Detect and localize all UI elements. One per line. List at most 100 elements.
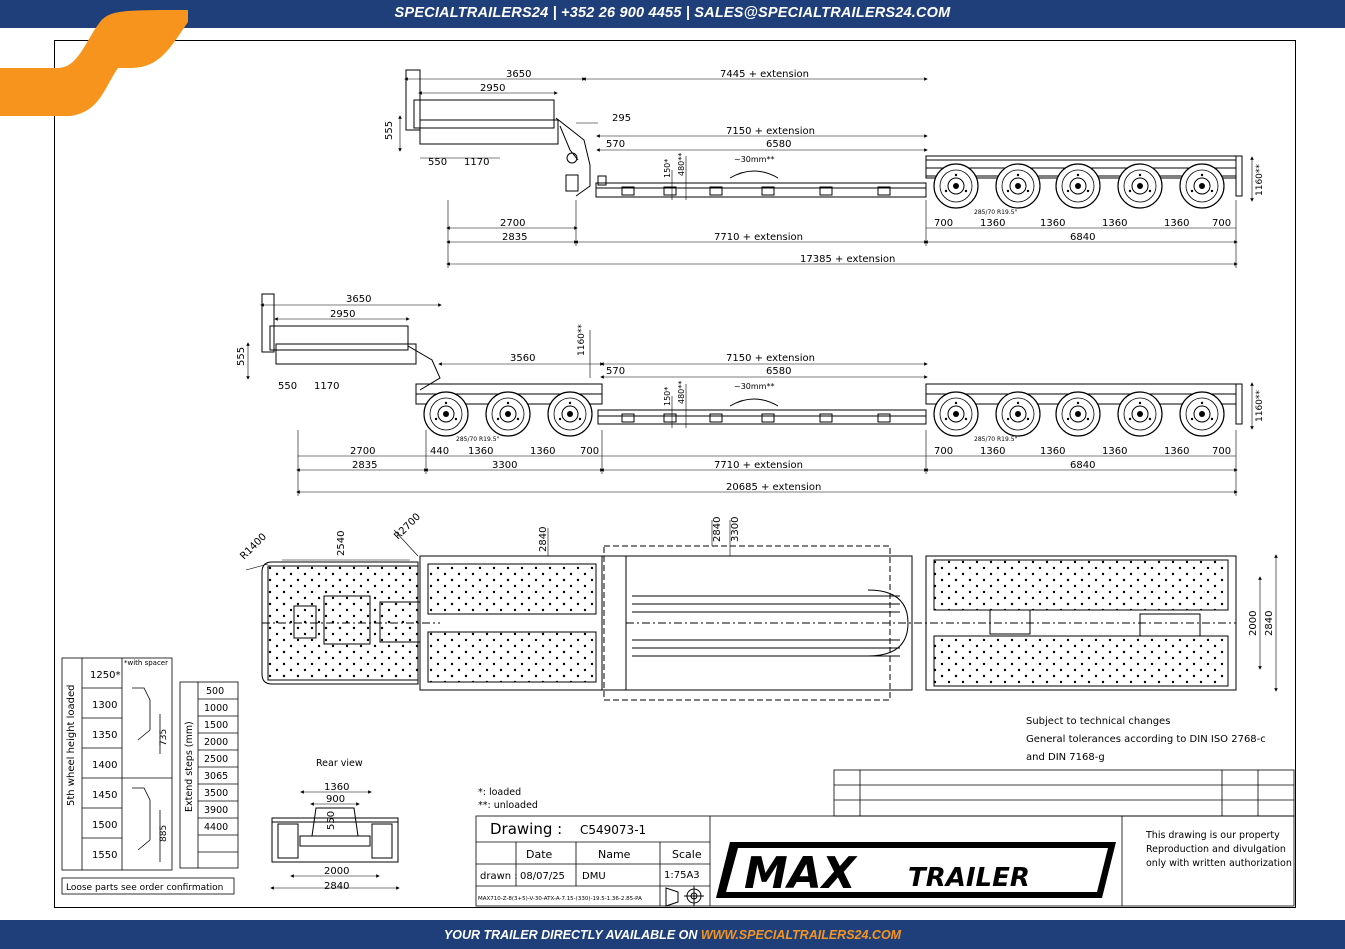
view1-dimension-lines <box>398 77 1254 268</box>
dim-1170: 1170 <box>464 157 489 168</box>
property-line-3: only with written authorization <box>1146 858 1292 869</box>
extend-val-6: 3500 <box>204 788 228 799</box>
rear-dim-2000: 2000 <box>324 866 349 877</box>
tyre-size: 285/70 R19.5" <box>974 209 1018 216</box>
property-line-1: This drawing is our property <box>1145 830 1280 841</box>
drawing-number: C549073-1 <box>580 823 646 837</box>
dim-7710: 7710 + extension <box>714 460 803 471</box>
rear-view-text: Rear view 1360 900 550 2000 2840 <box>316 758 363 892</box>
fifth-val-2: 1350 <box>92 730 117 741</box>
extend-val-5: 3065 <box>204 771 228 782</box>
view2-dimension-text: 3650 2950 1160** 3560 7150 + extension 5… <box>236 294 1265 493</box>
dim-1360b: 1360 <box>530 446 555 457</box>
fifth-wheel-table <box>61 657 235 895</box>
loose-parts-note: Loose parts see order confirmation <box>66 883 223 893</box>
dim-6840: 6840 <box>1070 460 1095 471</box>
fifth-val-1: 1300 <box>92 700 117 711</box>
scale-value: 1:75A3 <box>664 870 700 881</box>
view1-dimension-text: 3650 7445 + extension 2950 295 7150 + ex… <box>384 69 1265 265</box>
title-block <box>475 815 1295 907</box>
side-view-1 <box>405 69 1243 198</box>
drawing-label: Drawing : <box>490 820 562 838</box>
dim-20685: 20685 + extension <box>726 482 821 493</box>
logo-max-text: MAX <box>744 848 858 899</box>
dim-r1400: R1400 <box>238 531 269 562</box>
dim-700c: 700 <box>934 446 953 457</box>
note-line-2: General tolerances according to DIN ISO … <box>1026 734 1266 745</box>
drawn-label: drawn : <box>480 871 518 882</box>
extend-val-7: 3900 <box>204 805 228 816</box>
extend-val-3: 2000 <box>204 737 228 748</box>
dim-440: 440 <box>430 446 449 457</box>
rear-dim-2840: 2840 <box>324 881 349 892</box>
drawing-frame <box>54 40 1296 908</box>
dim-700: 700 <box>580 446 599 457</box>
tyre-size-left: 285/70 R19.5" <box>456 436 500 443</box>
dim-7710: 7710 + extension <box>714 232 803 243</box>
availability-prefix: YOUR TRAILER DIRECTLY AVAILABLE ON <box>443 928 701 942</box>
top-contact-bar: SPECIALTRAILERS24 | +352 26 900 4455 | S… <box>0 0 1345 28</box>
availability-text: YOUR TRAILER DIRECTLY AVAILABLE ON WWW.S… <box>0 928 1345 942</box>
dim-3560: 3560 <box>510 353 535 364</box>
dim-17385: 17385 + extension <box>800 254 895 265</box>
rear-view-dimension-lines <box>270 790 400 890</box>
drawn-name: DMU <box>582 871 606 882</box>
fifth-val-6: 1550 <box>92 850 117 861</box>
drawn-date: 08/07/25 <box>520 871 565 882</box>
date-label: Date <box>526 848 553 861</box>
dim-150: 150* <box>663 159 672 178</box>
plan-view <box>261 545 1237 701</box>
property-line-2: Reproduction and divulgation <box>1146 844 1286 855</box>
extend-val-2: 1500 <box>204 720 228 731</box>
dim-2835: 2835 <box>502 232 527 243</box>
view2-dimension-lines <box>246 303 1254 496</box>
extend-steps-text: Extend steps (mm) 500 1000 1500 2000 250… <box>184 686 228 833</box>
legend-unloaded: **: unloaded <box>478 800 538 811</box>
dim-885: 885 <box>159 825 169 842</box>
dim-570: 570 <box>606 366 625 377</box>
fifth-val-0: 1250* <box>90 670 120 681</box>
view1-wheels <box>933 163 1225 209</box>
extend-val-8: 4400 <box>204 822 228 833</box>
dim-2700: 2700 <box>500 218 525 229</box>
fifth-wheel-header: 5th wheel height loaded <box>66 684 77 806</box>
load-legend: *: loaded **: unloaded <box>478 787 538 811</box>
dim-30mm: ~30mm** <box>734 155 774 164</box>
dim-700b: 700 <box>1212 218 1231 229</box>
dim-295: 295 <box>612 113 631 124</box>
dim-7150: 7150 + extension <box>726 126 815 137</box>
rear-dim-550: 550 <box>326 811 337 830</box>
contact-text: SPECIALTRAILERS24 | +352 26 900 4455 | S… <box>394 5 951 21</box>
rear-view-label: Rear view <box>316 758 363 769</box>
dim-1360b: 1360 <box>1040 218 1065 229</box>
dim-700d: 700 <box>1212 446 1231 457</box>
dim-2840b: 2840 <box>712 517 723 542</box>
legend-loaded: *: loaded <box>478 787 521 798</box>
dim-2950: 2950 <box>330 309 355 320</box>
model-code: MAX710-Z-8(3+5)-V-30-ATX-A-7.15-(330)-19… <box>478 896 642 902</box>
dim-550: 550 <box>428 157 447 168</box>
dim-1360a: 1360 <box>468 446 493 457</box>
dim-r2700: R2700 <box>392 511 423 542</box>
dim-1170: 1170 <box>314 381 339 392</box>
dim-1160-top: 1160** <box>577 324 587 356</box>
dim-1360d: 1360 <box>1164 218 1189 229</box>
dim-6580: 6580 <box>766 139 791 150</box>
dim-1360d: 1360 <box>1040 446 1065 457</box>
projection-symbol-icon <box>665 886 704 907</box>
dim-550: 550 <box>278 381 297 392</box>
dim-3300: 3300 <box>730 517 741 542</box>
brand-swoosh-logo <box>0 10 188 116</box>
dim-1360c: 1360 <box>980 446 1005 457</box>
dim-6840: 6840 <box>1070 232 1095 243</box>
scale-label: Scale <box>672 848 702 861</box>
website-link[interactable]: WWW.SPECIALTRAILERS24.COM <box>700 928 902 942</box>
extend-val-0: 500 <box>206 686 224 697</box>
dim-1360c: 1360 <box>1102 218 1127 229</box>
title-block-text: Drawing : C549073-1 Date Name Scale draw… <box>478 820 1292 902</box>
fifth-val-3: 1400 <box>92 760 117 771</box>
dim-480: 480** <box>677 381 686 404</box>
dim-3650: 3650 <box>506 69 531 80</box>
dim-1360e: 1360 <box>1102 446 1127 457</box>
